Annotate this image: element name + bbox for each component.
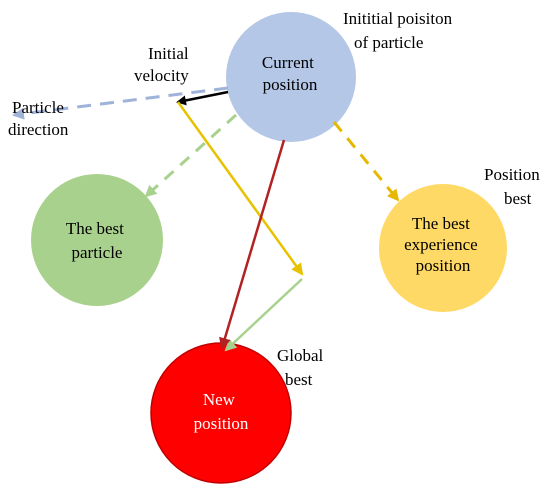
new-position-line1: New <box>203 390 236 409</box>
best-particle-line2: particle <box>72 243 123 262</box>
best-particle-line1: The best <box>66 219 124 238</box>
best-experience-line1: The best <box>412 214 470 233</box>
current-position-line2: position <box>263 75 318 94</box>
particle-direction-line1: Particle <box>12 98 64 117</box>
best-particle-node <box>31 174 163 306</box>
position-best-line2: best <box>504 189 532 208</box>
best-particle-label: The best particle <box>66 219 128 262</box>
best-experience-node <box>379 184 507 312</box>
new-position-label: New position <box>194 390 249 433</box>
best-experience-line3: position <box>416 256 471 275</box>
best-experience-label: The best experience position <box>404 214 482 275</box>
initial-position-caption: Inititial poisiton of particle <box>343 9 456 52</box>
velocity-to-point-arrow <box>176 101 304 276</box>
to-best-experience-arrow <box>332 121 400 202</box>
current-position-line1: Current <box>262 53 314 72</box>
initial-velocity-line2: velocity <box>134 66 189 85</box>
initial-velocity-line1: Initial <box>148 44 189 63</box>
current-position-label: Current position <box>262 53 318 94</box>
position-best-line1: Position <box>484 165 540 184</box>
initial-position-line1: Inititial poisiton <box>343 9 453 28</box>
best-experience-line2: experience <box>404 235 478 254</box>
global-best-line1: Global <box>277 346 324 365</box>
position-best-caption: Position best <box>484 165 544 208</box>
new-position-node <box>150 342 292 484</box>
particle-direction-line2: direction <box>8 120 69 139</box>
initial-velocity-arrow <box>176 90 229 106</box>
current-position-node <box>226 12 356 142</box>
global-best-arrow <box>224 278 303 352</box>
initial-velocity-caption: Initial velocity <box>134 44 193 85</box>
new-position-line2: position <box>194 414 249 433</box>
initial-position-line2: of particle <box>354 33 423 52</box>
to-best-particle-arrow <box>144 113 238 198</box>
global-best-line2: best <box>285 370 313 389</box>
to-new-position-arrow <box>219 139 286 350</box>
particle-direction-caption: Particle direction <box>8 98 69 139</box>
global-best-caption: Global best <box>277 346 328 389</box>
particle-direction-arrow <box>12 86 229 120</box>
